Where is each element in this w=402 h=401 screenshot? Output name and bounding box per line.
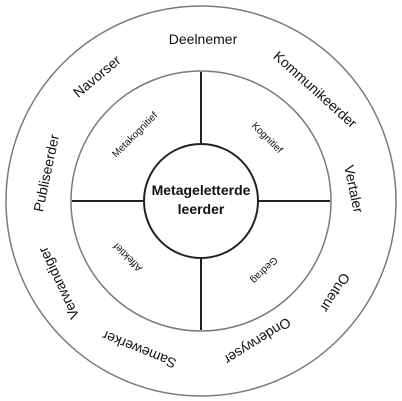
inner-label-affektief: Affektief — [111, 240, 144, 273]
outer-ring-circle — [5, 5, 397, 397]
outer-label-onderwyser: Onderwyser — [221, 314, 294, 368]
outer-label-vertaler: Vertaler — [341, 164, 367, 215]
inner-label-gedrag: Gedrag — [248, 254, 279, 285]
inner-ring-circle — [70, 70, 332, 332]
center-label-line2: leerder — [178, 201, 225, 217]
center-label-line1: Metageletterde — [152, 182, 251, 198]
outer-label-deelnemer: Deelnemer — [169, 31, 238, 47]
outer-label-kommunikeerder: Kommunikeerder — [270, 48, 360, 131]
outer-label-navorser: Navorser — [70, 52, 124, 101]
inner-label-kognitief: Kognitief — [249, 121, 284, 156]
outer-label-outeur: Outeur — [317, 270, 353, 315]
inner-label-metakognitief: Metakognitief — [110, 110, 160, 160]
outer-label-publiseerder: Publiseerder — [30, 133, 62, 214]
outer-label-samewerker: Samewerker — [99, 327, 178, 371]
outer-label-verwandiger: Verwandiger — [35, 244, 83, 322]
